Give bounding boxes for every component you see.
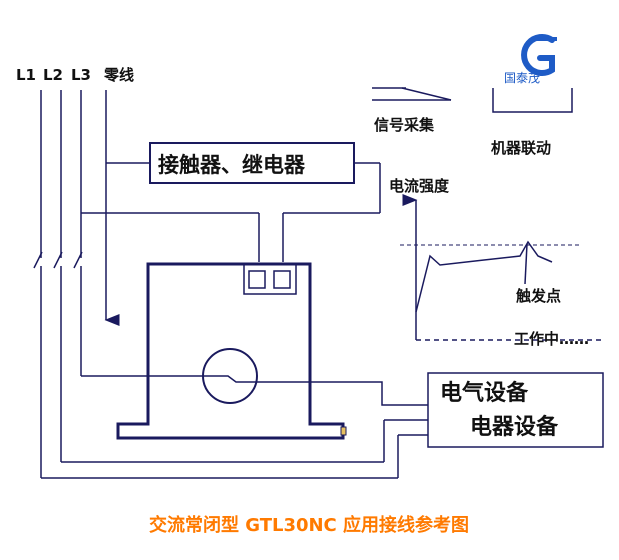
equipment-line1: 电气设备	[440, 380, 529, 406]
wire-l3	[73, 90, 150, 377]
label-l3: L3	[71, 66, 91, 84]
contactor-box	[149, 142, 355, 184]
sensor-body	[116, 262, 345, 440]
signal-label: 信号采集	[374, 116, 435, 134]
current-label: 电流强度	[389, 177, 450, 195]
wire-l2	[53, 90, 384, 463]
equipment-line2: 电器设备	[470, 414, 559, 440]
trigger-label: 触发点	[516, 287, 561, 305]
label-l1: L1	[16, 66, 36, 84]
label-neutral: 零线	[103, 66, 134, 84]
logo-text: 国泰茂	[504, 71, 540, 85]
contactor-label: 接触器、继电器	[158, 153, 306, 177]
wire-l1	[33, 90, 398, 479]
current-chart	[400, 194, 604, 341]
working-label: 工作中……	[514, 330, 589, 348]
footer-title: 交流常闭型 GTL30NC 应用接线参考图	[149, 514, 469, 536]
signal-switch-icon	[372, 87, 452, 101]
machine-label: 机器联动	[491, 139, 551, 157]
machine-linkage-icon	[492, 88, 573, 113]
company-logo: 国泰茂	[504, 34, 557, 85]
label-l2: L2	[43, 66, 63, 84]
equipment-box	[427, 372, 604, 448]
conductor-through-hole	[150, 375, 428, 406]
terminal-block	[243, 263, 297, 295]
